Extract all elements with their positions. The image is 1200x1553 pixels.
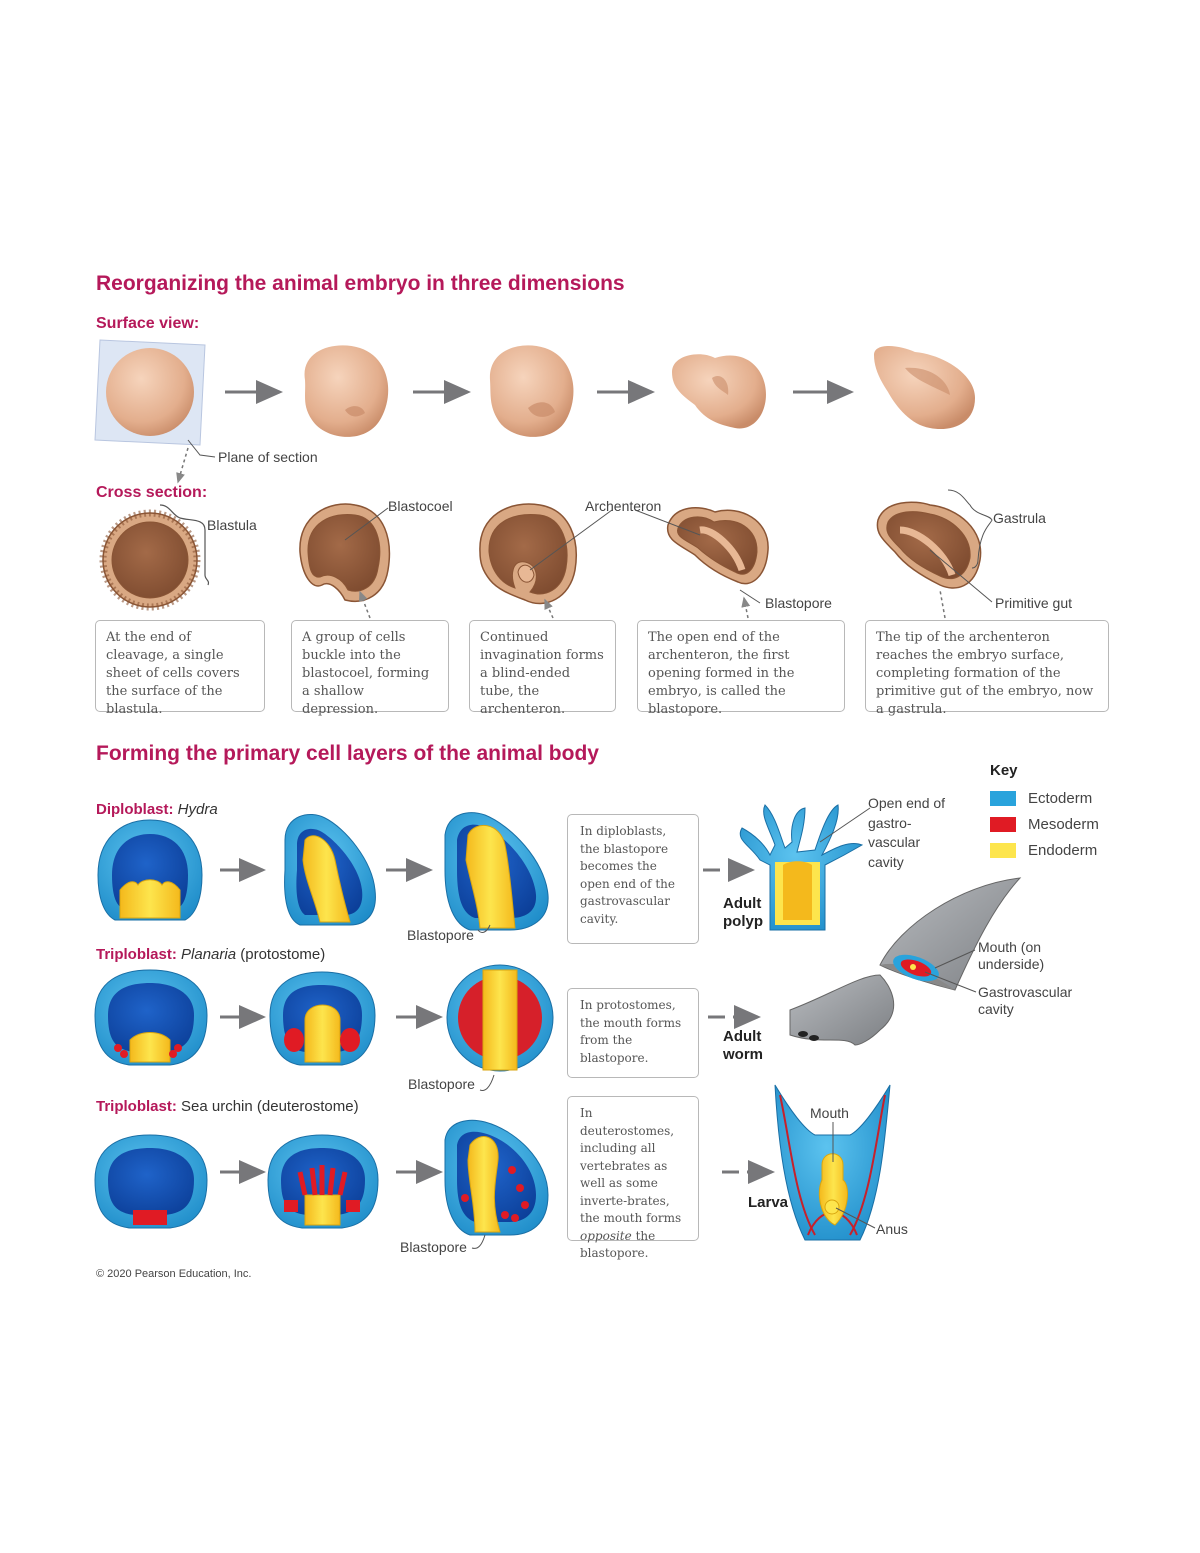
row-organism: Hydra <box>177 801 218 818</box>
surface-view-heading: Surface view: <box>96 315 200 332</box>
mesoderm-label: Mesoderm <box>1028 816 1099 833</box>
caption-archenteron: Continued invagination forms a blind-end… <box>469 620 616 717</box>
cross-section-blastopore <box>666 507 769 585</box>
larva-mouth-label: Mouth <box>810 1105 849 1121</box>
blastula-label: Blastula <box>207 517 257 533</box>
mesoderm-swatch <box>990 817 1016 832</box>
cross-section-heading: Cross section: <box>96 484 208 501</box>
caption-text: the blastopore. <box>580 1228 656 1261</box>
adult-worm-label: Adult worm <box>723 1028 764 1063</box>
endoderm-swatch <box>990 843 1016 858</box>
hydra-stage-3 <box>444 812 549 931</box>
caption-deuterostome: In deuterostomes, including all vertebra… <box>567 1096 699 1260</box>
surface-embryo-3 <box>489 345 574 437</box>
primitive-gut-label: Primitive gut <box>995 595 1073 611</box>
cross-section-archenteron <box>479 503 577 605</box>
ectoderm-swatch <box>990 791 1016 806</box>
caption-diploblast: In diploblasts, the blastopore becomes t… <box>567 814 699 944</box>
planaria-stage-2 <box>269 971 376 1066</box>
row-note: (protostome) <box>240 946 326 963</box>
part2-title: Forming the primary cell layers of the a… <box>96 742 599 765</box>
key-title: Key <box>990 762 1018 779</box>
hydra-stage-1 <box>97 819 203 921</box>
row-organism: Sea urchin (deuterostome) <box>181 1098 359 1115</box>
plane-of-section-label: Plane of section <box>218 449 318 465</box>
blastopore-label: Blastopore <box>765 595 832 611</box>
surface-embryo-2 <box>304 345 389 437</box>
adult-worm <box>789 877 1022 1046</box>
planaria-stage-3 <box>446 964 554 1072</box>
caption-depression: A group of cells buckle into the blastoc… <box>291 620 449 717</box>
ectoderm-label: Ectoderm <box>1028 790 1093 807</box>
part1-title: Reorganizing the animal embryo in three … <box>96 272 625 295</box>
surface-embryo-4 <box>672 354 766 429</box>
worm-mouth-label: Mouth (on underside) <box>978 939 1045 972</box>
dashed-arrows-up <box>359 589 946 619</box>
adult-polyp <box>739 804 864 931</box>
row-organism: Planaria <box>181 946 237 963</box>
urchin-stage-2 <box>267 1134 379 1229</box>
caption-blastula: At the end of cleavage, a single sheet o… <box>95 620 265 717</box>
row-label-deuterostome: Triploblast: Sea urchin (deuterostome) <box>96 1098 359 1115</box>
adult-polyp-label: Adult polyp <box>723 895 763 930</box>
hydra-stage-2 <box>284 814 376 926</box>
caption-text: In deuterostomes, including all vertebra… <box>580 1106 682 1225</box>
row-label-protostome: Triploblast: Planaria (protostome) <box>96 946 325 963</box>
caption-gastrula: The tip of the archenteron reaches the e… <box>865 620 1109 717</box>
open-end-label: Open end of gastro-vascular cavity <box>868 795 946 870</box>
row-arrows <box>220 858 443 1184</box>
worm-cavity-label: Gastrovascular cavity <box>978 984 1073 1017</box>
blastopore-label-diploblast: Blastopore <box>407 927 474 943</box>
cross-section-early-gastrula <box>299 503 391 602</box>
copyright: © 2020 Pearson Education, Inc. <box>96 1268 252 1280</box>
dashed-row-arrows <box>703 858 775 1184</box>
larva-anus-label: Anus <box>876 1221 908 1237</box>
endoderm-label: Endoderm <box>1028 842 1098 859</box>
row-type: Diploblast: <box>96 801 174 818</box>
row-type: Triploblast: <box>96 946 177 963</box>
caption-blastopore: The open end of the archenteron, the fir… <box>637 620 845 717</box>
larva <box>774 1084 891 1241</box>
cross-section-gastrula <box>876 501 982 589</box>
caption-emphasis: opposite <box>580 1228 632 1243</box>
blastopore-label-deuterostome: Blastopore <box>400 1239 467 1255</box>
cross-section-blastula <box>99 509 201 611</box>
blastocoel-label: Blastocoel <box>388 498 453 514</box>
surface-embryo-5 <box>874 346 975 430</box>
row-label-diploblast: Diploblast: Hydra <box>96 801 218 818</box>
row-type: Triploblast: <box>96 1098 177 1115</box>
caption-protostome: In protostomes, the mouth forms from the… <box>567 988 699 1078</box>
gastrula-label: Gastrula <box>993 510 1046 526</box>
blastopore-label-protostome: Blastopore <box>408 1076 475 1092</box>
planaria-stage-1 <box>94 969 208 1066</box>
larva-label: Larva <box>748 1194 789 1211</box>
cross-section-leaders <box>344 489 993 604</box>
archenteron-label: Archenteron <box>585 498 662 514</box>
urchin-stage-1 <box>94 1134 208 1229</box>
surface-embryo-1 <box>106 348 194 436</box>
urchin-stage-3 <box>444 1119 549 1236</box>
adult-leaders <box>471 807 977 1249</box>
